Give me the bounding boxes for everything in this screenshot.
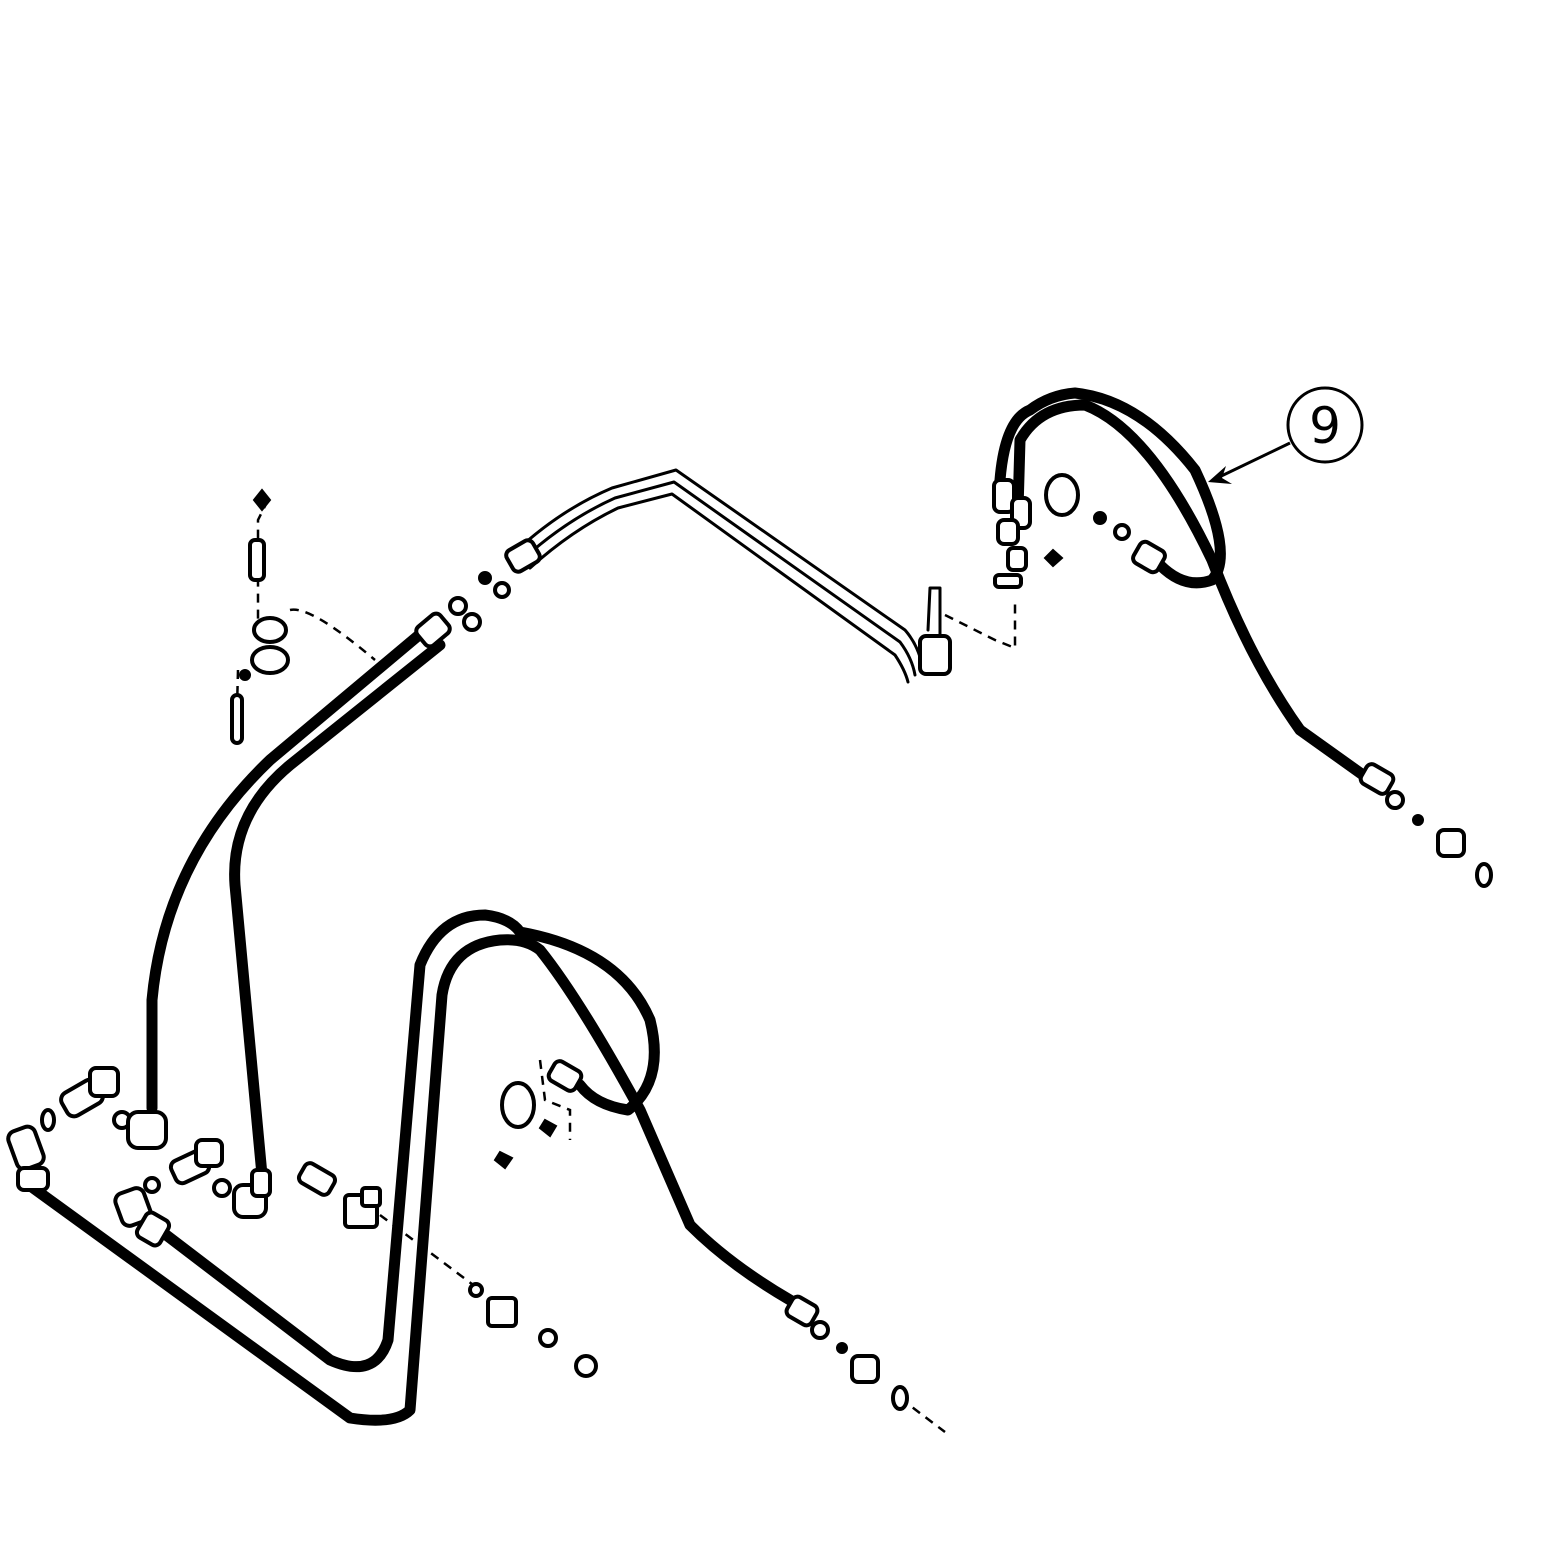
fitting-stack-upper-left — [230, 488, 290, 745]
fitting-cluster-lower-center — [296, 1059, 598, 1378]
steel-tube-bundle — [513, 468, 952, 684]
fitting-chain-right-end — [1358, 762, 1493, 888]
callout-9-arrowhead — [1208, 466, 1232, 484]
callout-9-circle — [1286, 386, 1364, 464]
right-loop-hose — [994, 387, 1376, 786]
callout-9-label: 9 — [1309, 397, 1341, 455]
bottom-loop-hoses — [19, 909, 796, 1426]
fitting-cluster-lower-left — [6, 1066, 272, 1248]
fitting-cluster-center — [414, 538, 542, 649]
fitting-stack-right — [992, 473, 1131, 589]
left-hose-pair — [146, 624, 446, 1181]
callout-9: 9 — [1208, 386, 1364, 484]
fitting-chain-lower-right — [784, 1294, 909, 1411]
callout-9-leader-line — [1212, 441, 1291, 482]
